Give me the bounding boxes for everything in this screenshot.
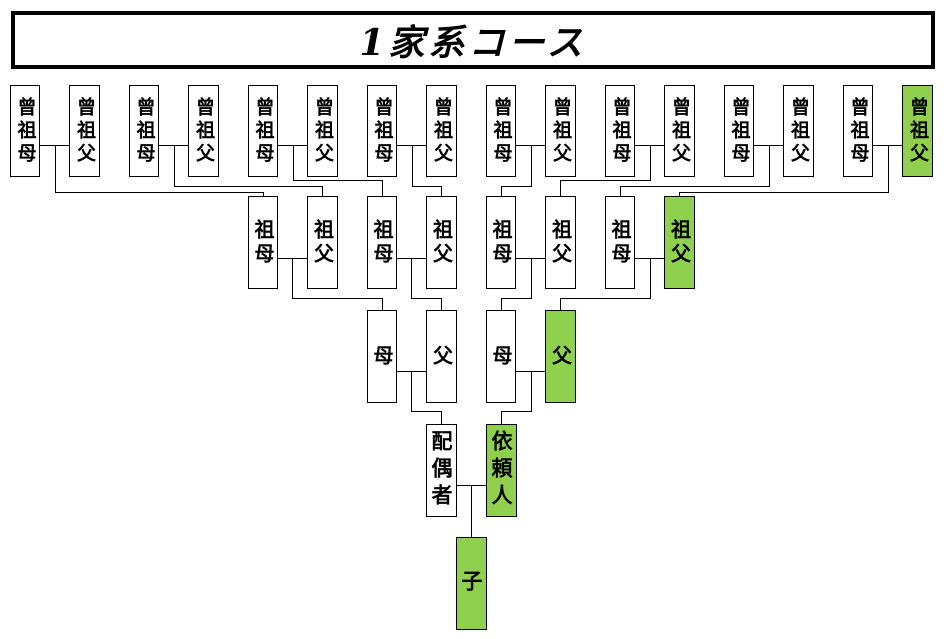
connector-line xyxy=(411,371,442,424)
box-label: 曾祖母 xyxy=(133,96,156,166)
grandmother-box[interactable]: 祖母 xyxy=(367,196,397,289)
mother-box[interactable]: 母 xyxy=(367,310,397,403)
box-label: 曾祖母 xyxy=(728,96,751,166)
box-label: 曾祖母 xyxy=(371,96,394,166)
box-label: 祖父 xyxy=(310,218,335,267)
grandfather-box[interactable]: 祖父 xyxy=(426,196,457,289)
great-grandfather-box[interactable]: 曾祖父 xyxy=(783,85,814,177)
grandmother-box[interactable]: 祖母 xyxy=(248,196,278,289)
great-grandmother-box[interactable]: 曾祖母 xyxy=(486,85,516,177)
box-label: 曾祖母 xyxy=(252,96,275,166)
box-label: 曾祖父 xyxy=(550,96,572,166)
box-label: 父 xyxy=(548,344,573,369)
great-grandfather-box-highlighted[interactable]: 曾祖父 xyxy=(902,85,933,177)
connector-line xyxy=(679,145,889,196)
great-grandmother-box[interactable]: 曾祖母 xyxy=(605,85,635,177)
box-label: 曾祖父 xyxy=(193,96,215,166)
box-label: 曾祖父 xyxy=(74,96,96,166)
father-box-highlighted[interactable]: 父 xyxy=(545,310,576,403)
great-grandmother-box[interactable]: 曾祖母 xyxy=(367,85,397,177)
connector-line xyxy=(501,258,532,310)
course-title-box: 1家系コース xyxy=(11,11,935,69)
box-label: 曾祖父 xyxy=(312,96,334,166)
grandmother-box[interactable]: 祖母 xyxy=(486,196,516,289)
great-grandmother-box[interactable]: 曾祖母 xyxy=(129,85,159,177)
box-label: 祖母 xyxy=(251,218,275,267)
box-label: 曾祖父 xyxy=(907,96,929,166)
connector-line xyxy=(501,145,532,196)
box-label: 子 xyxy=(459,570,484,597)
box-label: 曾祖母 xyxy=(609,96,632,166)
father-box[interactable]: 父 xyxy=(426,310,457,403)
great-grandmother-box[interactable]: 曾祖母 xyxy=(10,85,40,177)
connector-line xyxy=(560,145,651,196)
child-box-highlighted[interactable]: 子 xyxy=(456,537,487,630)
box-label: 曾祖母 xyxy=(847,96,870,166)
great-grandmother-box[interactable]: 曾祖母 xyxy=(248,85,278,177)
box-label: 曾祖父 xyxy=(431,96,453,166)
box-label: 母 xyxy=(489,344,513,369)
great-grandfather-box[interactable]: 曾祖父 xyxy=(426,85,457,177)
course-title: 1家系コース xyxy=(359,22,587,64)
mother-box[interactable]: 母 xyxy=(486,310,516,403)
box-label: 祖父 xyxy=(667,218,692,267)
connector-line xyxy=(174,145,323,196)
connector-line xyxy=(412,145,442,196)
great-grandmother-box[interactable]: 曾祖母 xyxy=(724,85,754,177)
box-label: 曾祖父 xyxy=(669,96,691,166)
box-label: 父 xyxy=(429,344,454,369)
connector-line xyxy=(560,258,651,310)
spouse-box[interactable]: 配偶者 xyxy=(426,424,457,517)
box-label: 祖母 xyxy=(370,218,394,267)
grandfather-box[interactable]: 祖父 xyxy=(545,196,576,289)
great-grandfather-box[interactable]: 曾祖父 xyxy=(545,85,576,177)
connector-line xyxy=(411,258,442,310)
grandmother-box[interactable]: 祖母 xyxy=(605,196,635,289)
box-label: 依頼人 xyxy=(489,430,514,511)
connector-line xyxy=(501,371,532,424)
great-grandmother-box[interactable]: 曾祖母 xyxy=(843,85,873,177)
box-label: 母 xyxy=(370,344,394,369)
great-grandfather-box[interactable]: 曾祖父 xyxy=(188,85,219,177)
connector-line xyxy=(620,145,770,196)
great-grandfather-box[interactable]: 曾祖父 xyxy=(307,85,338,177)
box-label: 配偶者 xyxy=(429,430,454,511)
box-label: 祖父 xyxy=(548,218,573,267)
client-box-highlighted[interactable]: 依頼人 xyxy=(486,424,517,517)
box-label: 祖母 xyxy=(608,218,632,267)
connector-line xyxy=(292,258,383,310)
connector-line xyxy=(293,145,383,196)
grandfather-box-highlighted[interactable]: 祖父 xyxy=(664,196,695,289)
box-label: 祖母 xyxy=(489,218,513,267)
box-label: 祖父 xyxy=(429,218,454,267)
connector-line xyxy=(55,145,264,196)
box-label: 曾祖父 xyxy=(788,96,810,166)
box-label: 曾祖母 xyxy=(14,96,37,166)
great-grandfather-box[interactable]: 曾祖父 xyxy=(69,85,100,177)
grandfather-box[interactable]: 祖父 xyxy=(307,196,338,289)
great-grandfather-box[interactable]: 曾祖父 xyxy=(664,85,695,177)
box-label: 曾祖母 xyxy=(490,96,513,166)
